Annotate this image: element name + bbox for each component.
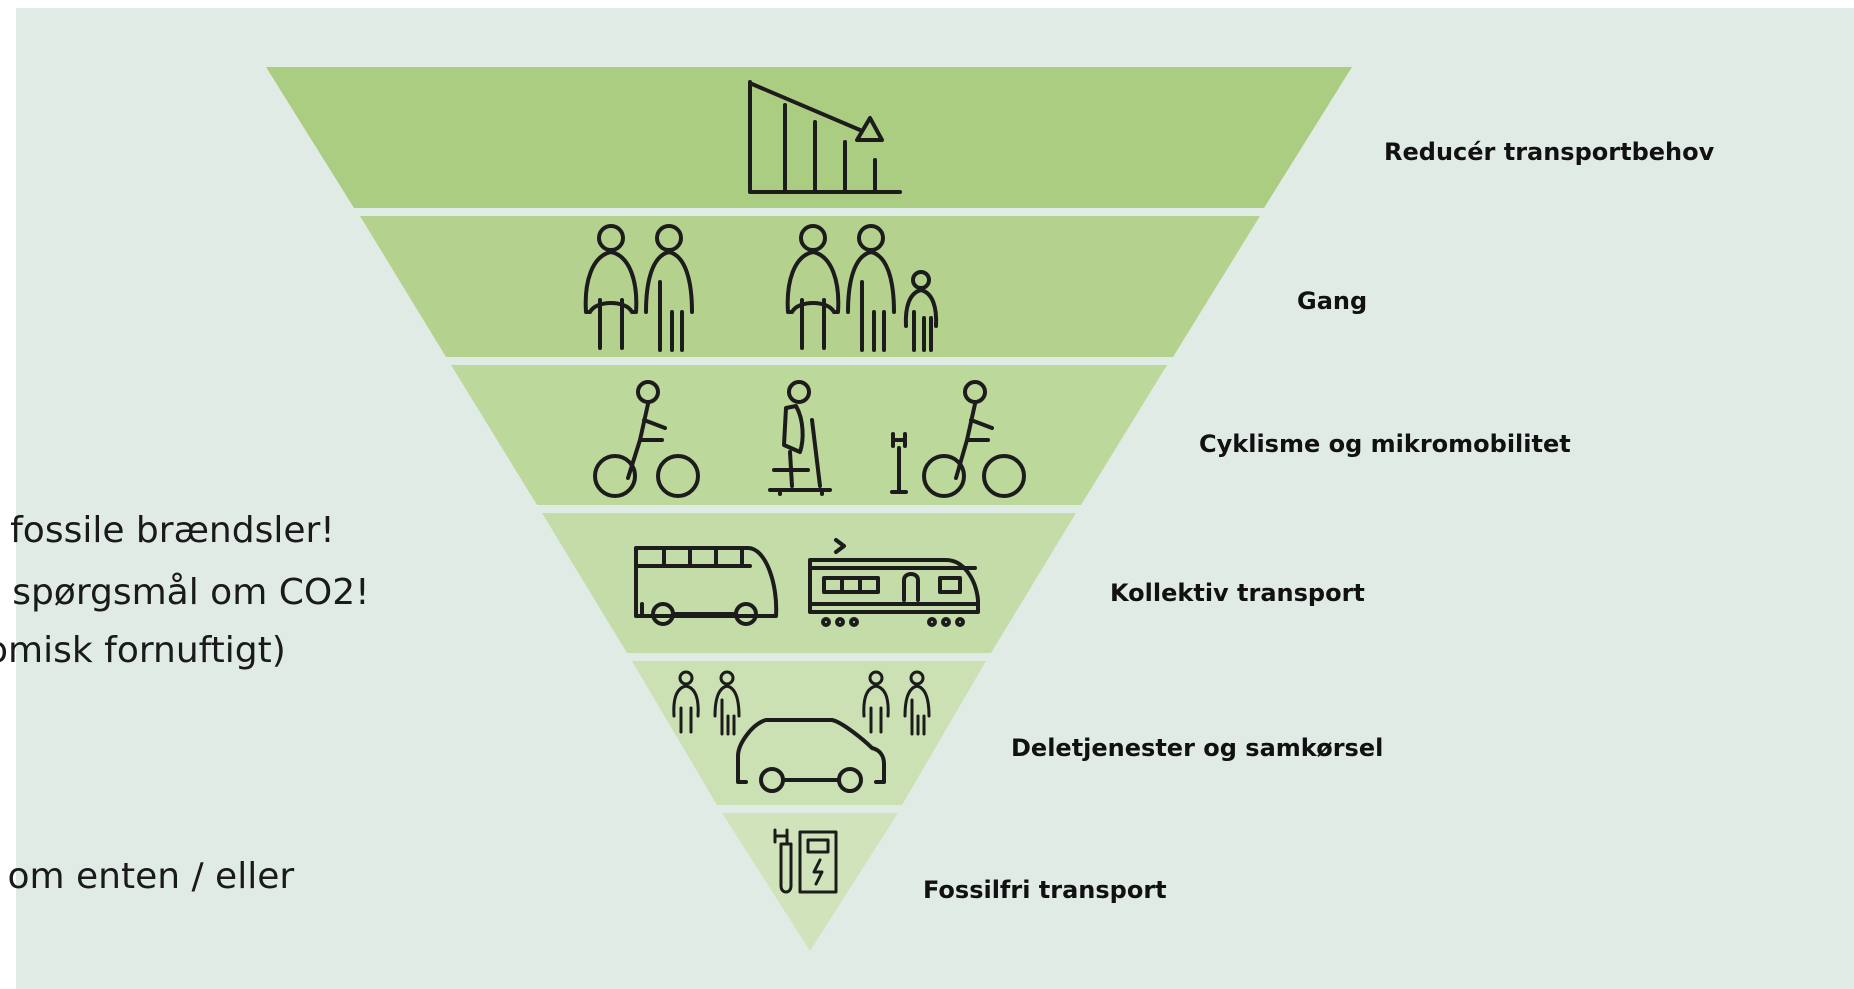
side-text-line-3: omisk fornuftigt) (0, 630, 286, 671)
person-icon (713, 670, 741, 736)
person-icon (846, 224, 896, 352)
child-icon (903, 270, 939, 352)
person-icon (672, 670, 700, 734)
electric-bicycle-icon (890, 380, 1026, 498)
side-text-line-2: s spørgsmål om CO2! (0, 572, 370, 613)
tier-label-reduce-transport: Reducér transportbehov (1384, 138, 1715, 166)
tier-sharing-services (632, 661, 986, 805)
person-icon (583, 224, 639, 350)
charging-station-icon (773, 828, 838, 894)
kick-scooter-icon (768, 380, 832, 496)
shared-car-icon (672, 670, 931, 793)
bicycle-icon (593, 380, 700, 498)
bus-train-icon (634, 538, 980, 627)
tier-label-sharing-services: Deletjenester og samkørsel (1011, 734, 1383, 762)
tier-fossil-free (722, 813, 898, 951)
person-icon (903, 670, 931, 736)
train-icon (808, 538, 980, 627)
declining-bar-chart-icon (748, 80, 902, 194)
person-icon (862, 670, 890, 734)
walking-people-icon (583, 224, 939, 352)
side-text-line-4: l om enten / eller (0, 856, 295, 897)
side-text-line-1: f fossile brændsler! (0, 510, 335, 551)
tier-walking (360, 216, 1260, 357)
person-icon (644, 224, 694, 352)
tier-label-walking: Gang (1297, 287, 1367, 315)
car-icon (736, 718, 886, 793)
bus-icon (634, 546, 779, 626)
tier-label-cycling: Cyklisme og mikromobilitet (1199, 430, 1571, 458)
tier-reduce-transport (266, 67, 1352, 208)
bicycle-scooter-ebike-icon (593, 380, 1026, 498)
tier-label-fossil-free: Fossilfri transport (923, 876, 1167, 904)
tier-label-public-transport: Kollektiv transport (1110, 579, 1365, 607)
person-icon (785, 224, 841, 350)
